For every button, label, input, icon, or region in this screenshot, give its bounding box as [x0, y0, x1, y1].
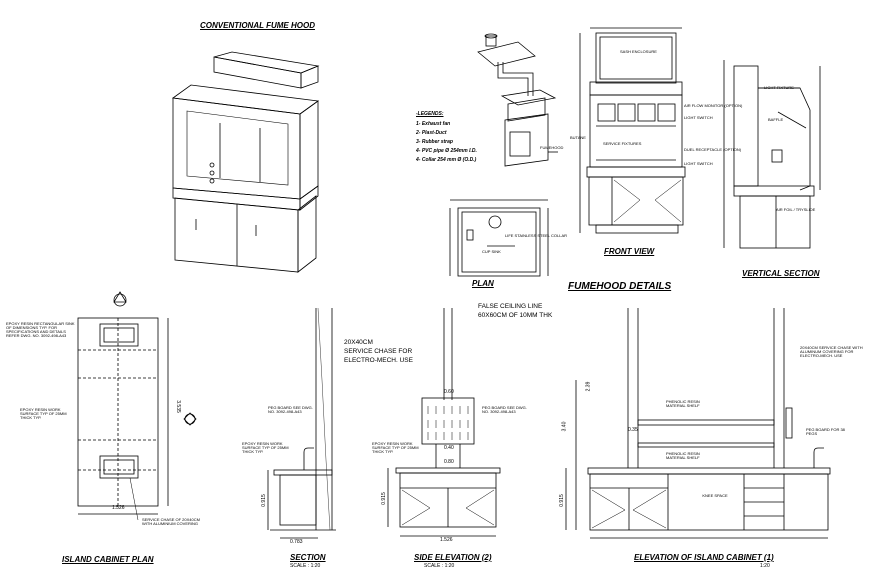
dim-elev-total: 2.39 — [585, 381, 592, 392]
title-fumehood-details: FUMEHOOD DETAILS — [568, 281, 672, 292]
dim-elev-shelf: 0.35 — [628, 427, 638, 433]
epoxy-sink-note: EPOXY RESIN RECTANGULAR SINK OF DIMENSIO… — [6, 321, 75, 338]
service-chase-line-3: ELECTRO-MECH. USE — [344, 357, 413, 364]
false-ceiling-line-2: 60X60CM OF 10MM THK — [478, 312, 553, 319]
dim-section-height: 0.915 — [260, 494, 267, 507]
title-plan: PLAN — [472, 279, 494, 288]
island-cabinet-plan — [77, 291, 197, 521]
light-switch-label: LIGHT SWITCH — [684, 115, 713, 120]
butane-label: BUTANE — [570, 135, 586, 140]
service-fixtures-label: SERVICE FIXTURES — [603, 141, 642, 146]
dim-elev-base: 0.915 — [558, 494, 565, 507]
service-chase-line-2: SERVICE CHASE FOR — [344, 348, 413, 355]
air-foil-label: AIR FOIL / TRYSLIDE — [776, 207, 816, 212]
title-elevation-island: ELEVATION OF ISLAND CABINET (1) — [634, 553, 774, 562]
duel-receptacle-label: DUEL RECEPTACLE (OPTION) — [684, 147, 742, 152]
dim-side-mid: 0.40 — [444, 445, 454, 451]
fumehood-label: FUMEHOOD — [540, 145, 564, 150]
light-switch-2-label: LIGHT SWITCH — [684, 161, 713, 166]
plan-view — [449, 199, 549, 277]
side-elevation-drawing — [387, 308, 501, 537]
dim-section-width: 0.783 — [290, 539, 303, 545]
title-vertical-section: VERTICAL SECTION — [742, 269, 820, 278]
fume-hood-3d — [171, 51, 320, 273]
legend-item: 3- Rubber strap — [416, 139, 453, 145]
elevation-island-drawing — [565, 308, 831, 539]
vertical-section — [723, 60, 821, 249]
cup-sink-label: CUP SINK — [482, 249, 501, 254]
epoxy-section-note: EPOXY RESIN WORK SURFACE TYP OF 25MM THI… — [242, 441, 289, 454]
dim-side-height: 0.915 — [380, 492, 387, 505]
front-view — [579, 27, 686, 234]
scale-elevation: 1:20 — [760, 563, 770, 569]
light-fixture-label: LIGHT FIXTURE — [764, 85, 794, 90]
baffle-label: BAFFLE — [768, 117, 784, 122]
service-chase-plan-note: SERVICE CHASE OF 20X40CM WITH ALUMINIUM … — [142, 517, 200, 526]
legend-heading: -LEGENDS: — [416, 111, 444, 117]
air-flow-monitor-label: AIR FLOW MONITOR (OPTION) — [684, 103, 743, 108]
legend-item: 4- PVC pipe Ø 254mm I.D. — [416, 148, 477, 154]
title-conventional-fume-hood: CONVENTIONAL FUME HOOD — [200, 21, 315, 30]
peg-board-right-note: PEG BOARD FOR 38 PEGS — [806, 427, 845, 436]
title-side-elevation: SIDE ELEVATION (2) — [414, 553, 492, 562]
dim-elev-height: 3.40 — [561, 421, 568, 432]
sash-enclosure-label: SASH ENCLOSURE — [620, 49, 657, 54]
stainless-collar-label: LIFE STAINLESS STEEL COLLAR — [505, 233, 568, 238]
dim-plan-width: 1.526 — [112, 505, 125, 511]
section-drawing — [267, 307, 336, 539]
dim-side-board: 0.80 — [444, 459, 454, 465]
title-front-view: FRONT VIEW — [604, 247, 655, 256]
title-section: SECTION — [290, 553, 326, 562]
service-chase-right-note: 20X40CM SERVICE CHASE WITH ALUMINUM COVE… — [800, 345, 863, 358]
false-ceiling-line-1: FALSE CEILING LINE — [478, 303, 543, 310]
phenolic-shelf-1: PHENOLIC RESIN MATERIAL SHELF — [666, 399, 700, 408]
peg-board-section-note: PEG BOARD SEE DWG. NO. 3092-498-A43 — [268, 405, 313, 414]
epoxy-side-note: EPOXY RESIN WORK SURFACE TYP OF 25MM THI… — [372, 441, 419, 454]
service-chase-line-1: 20X40CM — [344, 339, 373, 346]
epoxy-work-note: EPOXY RESIN WORK SURFACE TYP OF 25MM THI… — [20, 407, 67, 420]
peg-board-side-note: PEG BOARD SEE DWG. NO. 3092-498-A43 — [482, 405, 527, 414]
dim-side-width: 1.526 — [440, 537, 453, 543]
title-island-cabinet-plan: ISLAND CABINET PLAN — [62, 555, 154, 564]
exhaust-sketch — [477, 33, 558, 167]
legend-item: 2- Plast-Duct — [416, 130, 447, 136]
legend-item: 1- Exhaust fan — [416, 121, 451, 127]
dim-side-top: 0.60 — [444, 389, 454, 395]
scale-section: SCALE : 1:20 — [290, 563, 321, 569]
dim-plan-height: 3.535 — [174, 400, 181, 413]
scale-side-elevation: SCALE : 1:20 — [424, 563, 455, 569]
phenolic-shelf-2: PHENOLIC RESIN MATERIAL SHELF — [666, 451, 700, 460]
legend-item: 4- Collar 254 mm Ø (O.D.) — [416, 157, 477, 163]
knee-space-label: KNEE SPACE — [702, 493, 728, 498]
